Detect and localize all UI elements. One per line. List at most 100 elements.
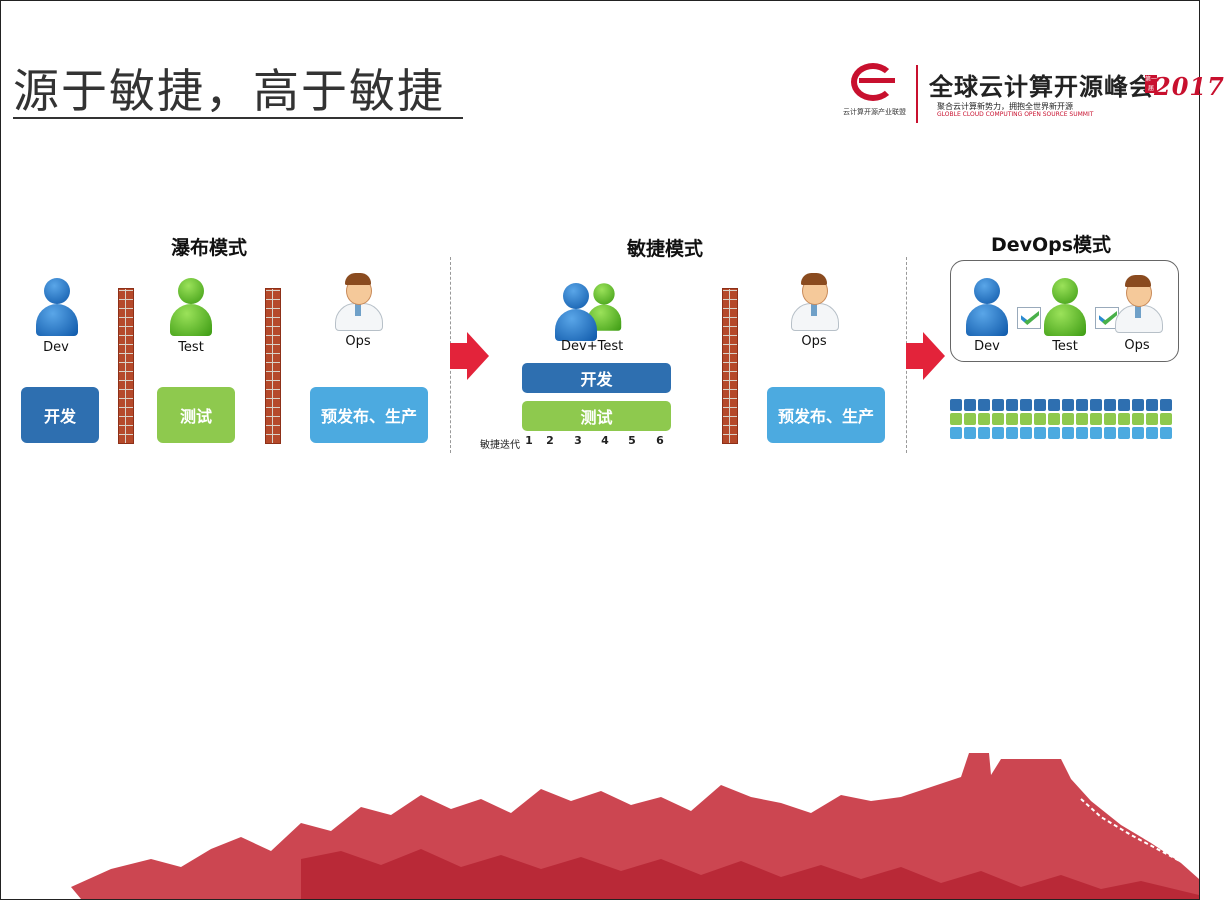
agile-devtest-label: Dev+Test — [561, 339, 624, 354]
devops-block — [1062, 413, 1074, 425]
devops-block — [992, 413, 1004, 425]
devops-block — [1132, 413, 1144, 425]
dev-person-icon — [553, 283, 599, 341]
devops-block — [1132, 399, 1144, 411]
brick-wall-icon — [118, 288, 134, 444]
devops-test-label: Test — [1052, 339, 1078, 354]
page-title: 源于敏捷，高于敏捷 — [13, 64, 445, 118]
devops-block — [1160, 399, 1172, 411]
great-wall-mountains-decoration — [71, 753, 1199, 899]
devops-block — [1034, 413, 1046, 425]
alliance-logo-bar — [859, 78, 895, 83]
devops-test-blocks — [950, 413, 1172, 425]
devops-block — [964, 413, 976, 425]
devops-block — [1020, 427, 1032, 439]
devops-block — [1160, 427, 1172, 439]
agile-ops-box: 预发布、生产 — [767, 387, 885, 443]
alliance-name: 云计算开源产业联盟 — [843, 108, 906, 116]
agile-iteration-label: 敏捷迭代 — [480, 440, 520, 451]
devops-block — [1006, 427, 1018, 439]
devops-block — [950, 413, 962, 425]
waterfall-dev-label: Dev — [43, 340, 69, 355]
devops-dev-label: Dev — [974, 339, 1000, 354]
devops-block — [1104, 427, 1116, 439]
summit-subtitle-cn: 聚合云计算新势力，拥抱全世界新开源 — [937, 102, 1073, 111]
agile-test-bar: 测试 — [522, 401, 671, 431]
devops-block — [1034, 427, 1046, 439]
logo-divider — [916, 65, 918, 123]
iteration-number: 2 — [546, 434, 554, 447]
slide: 源于敏捷，高于敏捷 云计算开源产业联盟 全球云计算开源峰会2017 第一届 聚合… — [0, 0, 1200, 900]
waterfall-title: 瀑布模式 — [170, 237, 247, 259]
summit-subtitle-en: GLOBLE CLOUD COMPUTING OPEN SOURCE SUMMI… — [937, 111, 1094, 118]
devops-block — [1020, 399, 1032, 411]
devops-block — [1062, 427, 1074, 439]
devops-title: DevOps模式 — [990, 234, 1112, 256]
brick-wall-icon — [265, 288, 281, 444]
devops-block — [1062, 399, 1074, 411]
devops-block — [1076, 413, 1088, 425]
devops-block — [1090, 413, 1102, 425]
devops-block — [1146, 399, 1158, 411]
waterfall-test-box: 测试 — [157, 387, 235, 443]
devops-block — [1090, 399, 1102, 411]
devops-block — [1118, 399, 1130, 411]
devops-block — [1034, 399, 1046, 411]
checkmark-icon — [1017, 307, 1041, 329]
devops-block — [964, 399, 976, 411]
devops-block — [1076, 399, 1088, 411]
summit-logo: 云计算开源产业联盟 全球云计算开源峰会2017 第一届 聚合云计算新势力，拥抱全… — [841, 61, 1224, 127]
iteration-number: 3 — [574, 434, 582, 447]
devops-block — [1146, 427, 1158, 439]
devops-block — [1048, 399, 1060, 411]
summit-badge: 第一届 — [1145, 75, 1158, 93]
devops-block — [950, 427, 962, 439]
agile-ops-label: Ops — [801, 334, 827, 349]
devops-block — [1104, 413, 1116, 425]
devops-block — [1146, 413, 1158, 425]
waterfall-ops-label: Ops — [345, 334, 371, 349]
devops-block — [1104, 399, 1116, 411]
dev-person-icon — [964, 278, 1010, 336]
summit-name-text: 全球云计算开源峰会 — [929, 72, 1154, 101]
agile-dev-bar: 开发 — [522, 363, 671, 393]
devops-block — [992, 427, 1004, 439]
waterfall-test-label: Test — [178, 340, 204, 355]
devops-ops-label: Ops — [1124, 338, 1150, 353]
iteration-number: 1 — [525, 434, 533, 447]
devops-dev-blocks — [950, 399, 1172, 411]
waterfall-ops-box: 预发布、生产 — [310, 387, 428, 443]
ops-doctor-icon — [787, 273, 841, 331]
devops-block — [1006, 413, 1018, 425]
devops-block — [978, 413, 990, 425]
iteration-number: 6 — [656, 434, 664, 447]
devops-block — [978, 427, 990, 439]
devops-block — [1048, 413, 1060, 425]
summit-name: 全球云计算开源峰会2017 — [929, 67, 1225, 102]
devops-block — [1160, 413, 1172, 425]
devops-block — [1118, 413, 1130, 425]
brick-wall-icon — [722, 288, 738, 444]
iteration-number: 4 — [601, 434, 609, 447]
dev-person-icon — [34, 278, 80, 336]
devops-ops-blocks — [950, 427, 1172, 439]
test-person-icon — [1042, 278, 1088, 336]
title-underline — [13, 117, 463, 119]
devops-block — [1090, 427, 1102, 439]
devops-block — [1132, 427, 1144, 439]
ops-doctor-icon — [1111, 275, 1165, 333]
iteration-number: 5 — [628, 434, 636, 447]
devops-block — [1076, 427, 1088, 439]
devops-block — [978, 399, 990, 411]
devops-block — [964, 427, 976, 439]
test-person-icon — [585, 283, 623, 331]
devops-team-box — [950, 260, 1179, 362]
summit-year: 2017 — [1154, 72, 1225, 101]
alliance-logo-icon — [851, 63, 895, 101]
devops-block — [1020, 413, 1032, 425]
devops-block — [1118, 427, 1130, 439]
ops-doctor-icon — [331, 273, 385, 331]
waterfall-dev-box: 开发 — [21, 387, 99, 443]
devops-block — [992, 399, 1004, 411]
agile-title: 敏捷模式 — [626, 238, 703, 260]
